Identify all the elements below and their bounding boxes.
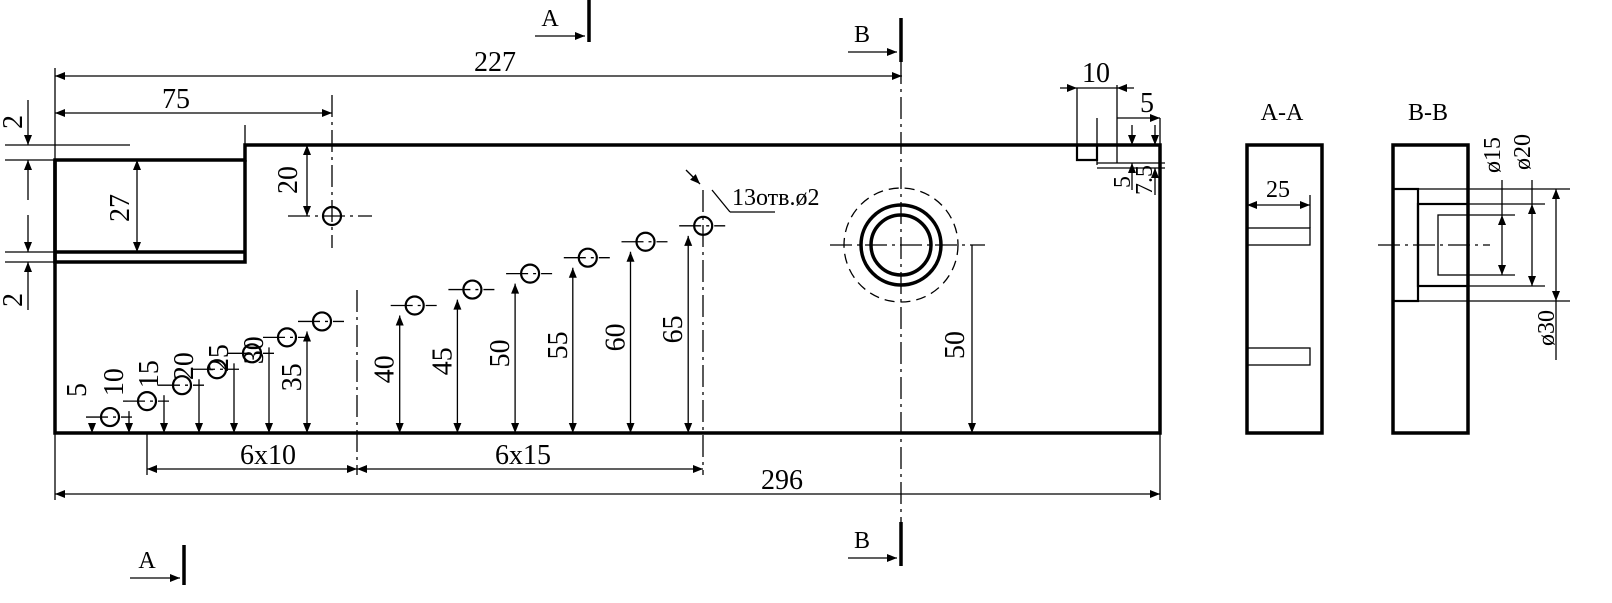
right-step bbox=[1075, 145, 1099, 162]
part-outline bbox=[53, 143, 1162, 435]
section-b-b-d30: ø30 bbox=[1534, 310, 1560, 346]
section-a-a-width: 25 bbox=[1266, 177, 1290, 203]
hole-height-label: 35 bbox=[277, 363, 308, 391]
counterbore-hole: 50 bbox=[830, 62, 985, 522]
dim-edge-bottom: 2 bbox=[0, 293, 29, 307]
dim-75: 75 bbox=[162, 84, 190, 115]
hole-height-label: 5 bbox=[62, 383, 93, 397]
dim-edge-top: 2 bbox=[0, 115, 29, 129]
main-view bbox=[53, 85, 1165, 435]
section-marker-b-top: B bbox=[854, 22, 870, 48]
hole-height-label: 60 bbox=[601, 323, 632, 351]
dim-227: 227 bbox=[474, 47, 516, 78]
dim-slot-depth: 27 bbox=[105, 194, 136, 222]
slot-outline bbox=[53, 160, 247, 264]
dim-6x15: 6x15 bbox=[495, 440, 551, 471]
section-b-b-d15: ø15 bbox=[1480, 137, 1506, 173]
section-a-a-view: A-A 25 bbox=[1245, 100, 1324, 435]
dim-step-7-5: 7.5 bbox=[1132, 165, 1158, 195]
section-marker-a-top: A bbox=[541, 6, 559, 32]
dim-296: 296 bbox=[761, 465, 803, 496]
hole-height-label: 55 bbox=[543, 331, 574, 359]
hole-height-label: 65 bbox=[658, 315, 689, 343]
hole-height-label: 50 bbox=[485, 339, 516, 367]
step-dimensions: 10 5 5 7.5 bbox=[1060, 58, 1161, 195]
dim-20-hole: 20 bbox=[273, 166, 304, 194]
hole-height-label: 40 bbox=[370, 355, 401, 383]
hole-height-label: 30 bbox=[239, 336, 270, 364]
dim-step-small: 5 bbox=[1110, 176, 1136, 188]
section-a-a-title: A-A bbox=[1261, 100, 1304, 126]
dim-50-right: 50 bbox=[940, 331, 971, 359]
holes-note: 13отв.ø2 bbox=[732, 185, 820, 211]
hole-height-label: 25 bbox=[204, 344, 235, 372]
dim-step-10: 10 bbox=[1082, 58, 1110, 89]
section-marker-a-bottom: A bbox=[138, 548, 156, 574]
left-dimensions: 2 2 27 bbox=[0, 100, 141, 310]
section-b-b-d20: ø20 bbox=[1510, 134, 1536, 170]
bottom-dimensions: 296 6x10 6x15 13отв.ø2 bbox=[54, 169, 1161, 500]
dim-step-5: 5 bbox=[1140, 88, 1154, 119]
dim-6x10: 6x10 bbox=[240, 440, 296, 471]
section-b-b-title: B-B bbox=[1408, 100, 1448, 126]
hole-height-label: 15 bbox=[134, 360, 165, 388]
section-marker-b-bottom: B bbox=[854, 528, 870, 554]
hole-height-label: 20 bbox=[169, 352, 200, 380]
section-b-b-view: B-B ø15 ø20 ø30 bbox=[1378, 100, 1570, 435]
section-markers: A A B B bbox=[130, 0, 903, 585]
top-dimensions: 227 75 20 bbox=[54, 47, 902, 248]
hole-height-label: 45 bbox=[427, 347, 458, 375]
hole-height-label: 10 bbox=[99, 368, 130, 396]
